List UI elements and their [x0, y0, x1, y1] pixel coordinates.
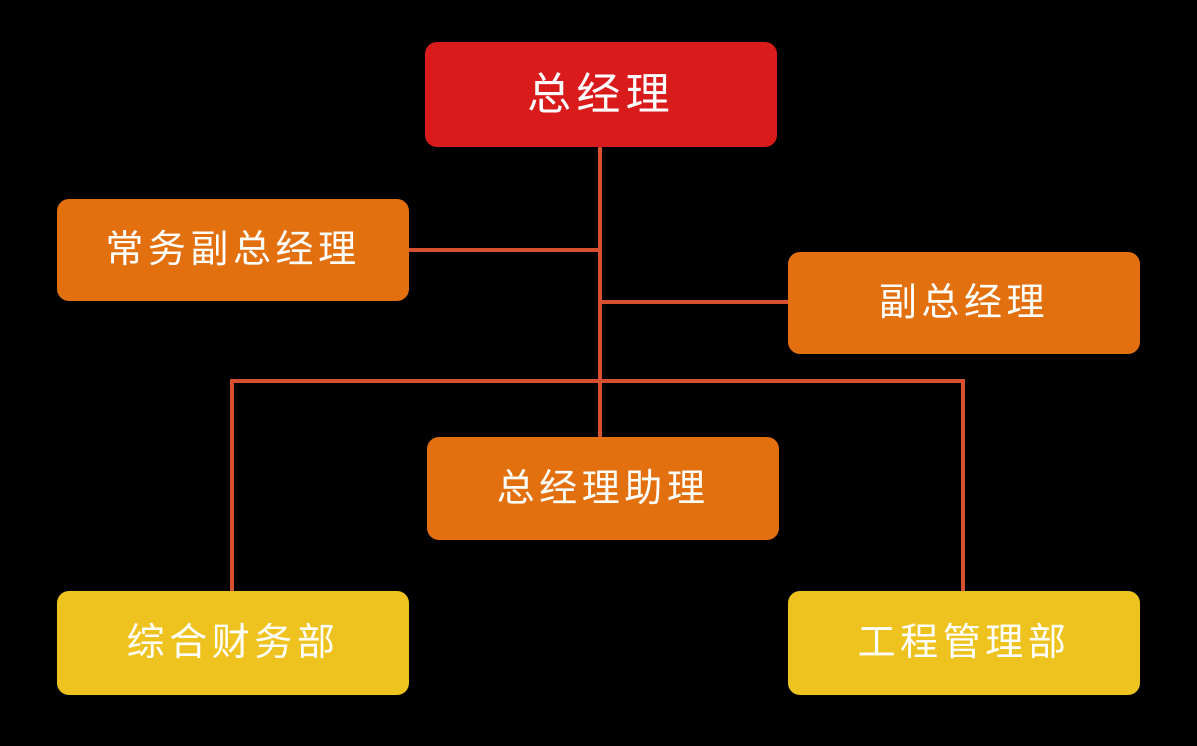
org-node-finance-department-label: 综合财务部	[126, 622, 340, 664]
org-node-general-manager-label: 总经理	[527, 69, 675, 119]
org-node-deputy-general-manager-label: 副总经理	[878, 282, 1050, 324]
connector-trunk-vertical	[598, 145, 602, 439]
org-node-engineering-department[interactable]: 工程管理部	[788, 591, 1140, 695]
org-node-finance-department[interactable]: 综合财务部	[57, 591, 409, 695]
connector-to-deputy-general-manager	[600, 300, 790, 304]
org-node-general-manager[interactable]: 总经理	[425, 42, 777, 147]
connector-department-bus-horizontal	[230, 379, 965, 383]
connector-to-executive-deputy-general-manager	[407, 248, 600, 252]
org-node-general-manager-assistant[interactable]: 总经理助理	[427, 437, 779, 540]
org-node-executive-deputy-general-manager-label: 常务副总经理	[105, 229, 361, 271]
org-node-general-manager-assistant-label: 总经理助理	[496, 467, 710, 510]
connector-drop-to-finance-department	[230, 379, 234, 593]
org-node-engineering-department-label: 工程管理部	[857, 622, 1071, 664]
connector-drop-to-engineering-department	[961, 379, 965, 593]
org-node-deputy-general-manager[interactable]: 副总经理	[788, 252, 1140, 354]
org-node-executive-deputy-general-manager[interactable]: 常务副总经理	[57, 199, 409, 301]
